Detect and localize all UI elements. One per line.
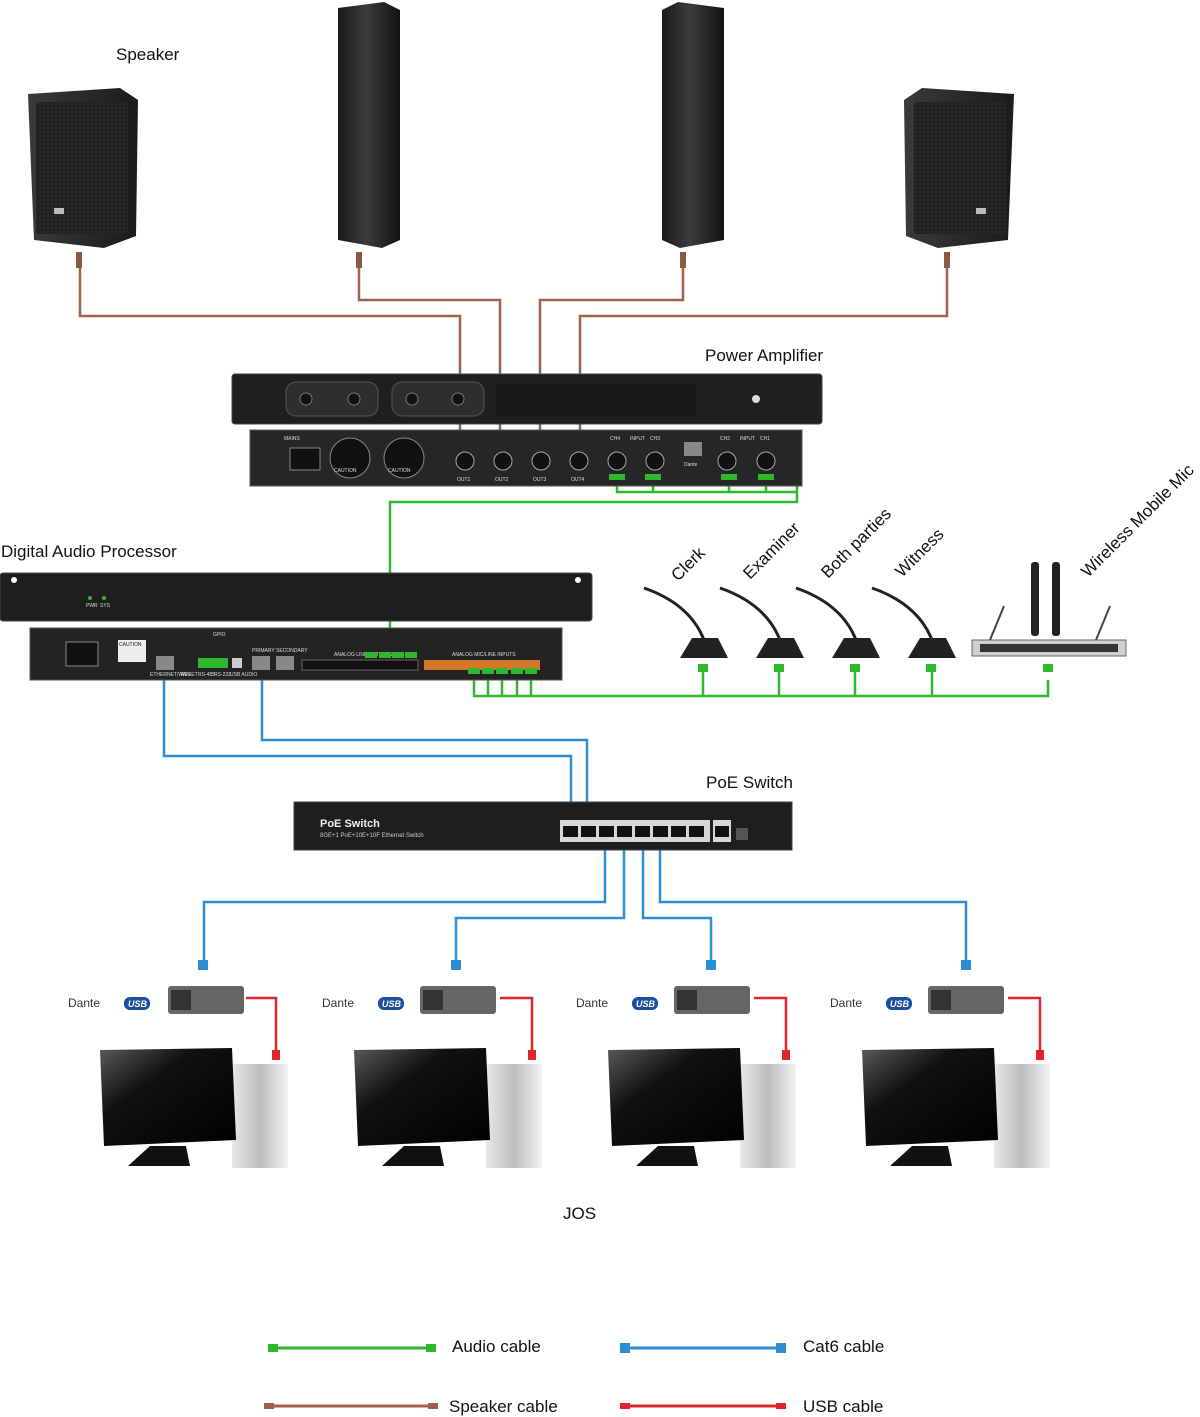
amp-caution-2: CAUTION	[388, 468, 411, 474]
amp-in-ch1: CH1	[760, 436, 770, 442]
switch-panel-title: PoE Switch	[320, 818, 380, 830]
gooseneck-mic-1	[643, 586, 728, 672]
processor-analog-out-label: ANALOG LINE OUTPUTS	[334, 652, 393, 658]
usb-cable-pc2	[500, 996, 534, 1054]
cat6-cable-pc2	[454, 840, 626, 964]
processor-port-usb: USB AUDIO	[230, 672, 257, 678]
workstation-2: Dante USB	[322, 960, 542, 1168]
usb-logo-1: USB	[128, 999, 148, 1009]
digital-audio-processor: PWR SYS CAUTION GPIO ETHERNET/WAN RESET …	[0, 572, 593, 681]
usb-cable-pc4	[1008, 996, 1042, 1054]
cat6-cable-pc1	[202, 840, 607, 964]
processor-port-primary: PRIMARY	[252, 648, 275, 654]
cat6-cable-processor-eth	[162, 670, 573, 826]
processor-port-secondary: SECONDARY	[276, 648, 308, 654]
label-speaker: Speaker	[116, 45, 180, 64]
amp-in-caption-1: INPUT	[630, 436, 645, 442]
amp-dante-logo: Dante	[684, 462, 698, 468]
switch-ports	[563, 826, 729, 837]
audio-cable-mic-bus	[472, 670, 1050, 698]
amp-in-ch2: CH2	[720, 436, 730, 442]
dante-logo-2: Dante	[322, 996, 354, 1010]
legend-label-cat6: Cat6 cable	[803, 1337, 884, 1356]
legend: Audio cable Speaker cable Cat6 cable USB…	[264, 1337, 884, 1416]
label-poe-switch: PoE Switch	[706, 773, 793, 792]
processor-led-pwr: PWR	[86, 603, 98, 609]
usb-cable-pc1	[246, 996, 278, 1054]
amp-out-3: OUT3	[533, 477, 547, 483]
speaker-box-left	[28, 88, 138, 268]
mic-label-witness: Witness	[891, 525, 947, 581]
amp-mains-label: MAINS	[284, 436, 301, 442]
workstation-1: Dante USB	[68, 960, 288, 1168]
processor-led-sys: SYS	[100, 603, 111, 609]
switch-panel-subtitle: 8GE+1 PoE+10E+10F Ethernet Switch	[320, 833, 424, 839]
usb-cable-pc3	[754, 996, 788, 1054]
audio-cable-amp-to-processor	[388, 492, 799, 640]
mic-label-examiner: Examiner	[739, 518, 803, 582]
processor-port-reset: RESET	[181, 672, 198, 678]
power-amplifier: MAINS CAUTION CAUTION OUT1 OUT2 OUT3 OUT…	[231, 373, 823, 487]
cat6-cable-pc3	[641, 840, 713, 964]
gooseneck-mic-2	[719, 586, 804, 672]
mic-label-both-parties: Both parties	[817, 504, 895, 582]
usb-logo-4: USB	[890, 999, 910, 1009]
amp-out-2: OUT2	[495, 477, 509, 483]
amp-in-caption-2: INPUT	[740, 436, 755, 442]
processor-port-rs232: RS-232	[214, 672, 231, 678]
mic-label-clerk: Clerk	[667, 543, 709, 585]
usb-cables	[246, 996, 1042, 1054]
gooseneck-mic-3	[795, 586, 880, 672]
poe-switch: PoE Switch 8GE+1 PoE+10E+10F Ethernet Sw…	[293, 801, 793, 851]
workstation-3: Dante USB	[576, 960, 796, 1168]
legend-item-cat6: Cat6 cable	[620, 1337, 884, 1356]
column-speaker-left	[338, 2, 400, 268]
processor-gpio-label: GPIO	[213, 632, 226, 638]
amp-in-ch4: CH4	[610, 436, 620, 442]
amp-in-ch3: CH3	[650, 436, 660, 442]
amp-caution-1: CAUTION	[334, 468, 357, 474]
usb-logo-3: USB	[636, 999, 656, 1009]
label-jos: JOS	[563, 1204, 596, 1223]
processor-caution: CAUTION	[119, 642, 142, 648]
cat6-cables	[162, 670, 968, 964]
dante-logo-3: Dante	[576, 996, 608, 1010]
legend-item-audio: Audio cable	[268, 1337, 541, 1356]
dante-logo-4: Dante	[830, 996, 862, 1010]
usb-logo-2: USB	[382, 999, 402, 1009]
legend-label-audio: Audio cable	[452, 1337, 541, 1356]
processor-port-rs485: RS-485	[198, 672, 215, 678]
processor-analog-in-label: ANALOG MIC/LINE INPUTS	[452, 652, 516, 658]
speaker-cable-3	[538, 268, 685, 446]
legend-label-speaker: Speaker cable	[449, 1397, 558, 1416]
dante-logo-1: Dante	[68, 996, 100, 1010]
processor-port-eth: ETHERNET/WAN	[150, 672, 190, 678]
label-power-amplifier: Power Amplifier	[705, 346, 823, 365]
legend-label-usb: USB cable	[803, 1397, 883, 1416]
mic-label-wireless: Wireless Mobile Mic	[1077, 460, 1198, 581]
column-speaker-right	[662, 2, 724, 268]
amp-out-4: OUT4	[571, 477, 585, 483]
label-digital-audio-processor: Digital Audio Processor	[1, 542, 177, 561]
cat6-cable-processor-primary	[260, 670, 589, 826]
legend-item-speaker: Speaker cable	[264, 1397, 558, 1416]
gooseneck-mic-4	[871, 586, 956, 672]
speaker-box-right	[904, 88, 1014, 268]
wireless-mic-receiver	[971, 562, 1127, 672]
cat6-cable-pc4	[658, 840, 968, 964]
speaker-cable-2	[357, 268, 502, 446]
workstation-4: Dante USB	[830, 960, 1050, 1168]
amp-out-1: OUT1	[457, 477, 471, 483]
legend-item-usb: USB cable	[620, 1397, 883, 1416]
